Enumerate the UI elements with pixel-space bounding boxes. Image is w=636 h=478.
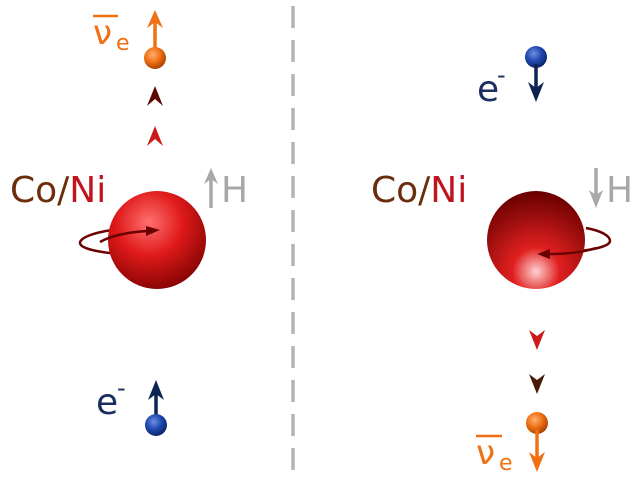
left-electron-label: e - xyxy=(96,374,126,423)
left-field-label: H xyxy=(221,170,248,211)
right-electron-particle xyxy=(525,46,547,68)
right-nu-symbol: ν xyxy=(476,433,495,473)
right-neutrino-particle xyxy=(526,412,548,434)
right-spin-arrow xyxy=(547,246,597,256)
left-co-text: Co/ xyxy=(10,170,70,211)
left-nucleus xyxy=(108,191,206,289)
right-field-label: H xyxy=(606,170,633,211)
left-nu-symbol: ν xyxy=(93,13,112,53)
left-neutrino-arrow xyxy=(147,10,163,52)
right-momentum-arrow xyxy=(529,289,545,394)
left-field-arrow xyxy=(204,168,218,208)
left-spin-arrow xyxy=(99,229,149,244)
left-spin-arrowhead xyxy=(146,226,160,236)
right-spin-arrowhead xyxy=(537,249,550,259)
left-panel: ν e Co/Ni H e xyxy=(10,10,248,436)
left-e-symbol: e xyxy=(96,382,118,423)
left-momentum-arrow xyxy=(147,86,163,192)
right-electron-label: e - xyxy=(477,61,506,110)
right-co-text: Co/ xyxy=(371,170,431,211)
left-neutrino-label: ν e xyxy=(93,13,130,56)
left-co-ni-label: Co/Ni xyxy=(10,170,106,211)
right-e-symbol: e xyxy=(477,69,499,110)
right-neutrino-arrow xyxy=(529,430,545,472)
right-electron-arrow xyxy=(528,64,544,102)
left-neutrino-particle xyxy=(144,47,166,69)
left-electron-particle xyxy=(145,414,167,436)
right-panel: e - Co/Ni H xyxy=(371,46,633,476)
right-e-superscript: - xyxy=(497,61,506,89)
right-field-arrow xyxy=(589,168,603,208)
right-nu-subscript: e xyxy=(499,451,513,476)
right-neutrino-label: ν e xyxy=(476,433,513,476)
right-nucleus xyxy=(487,191,585,289)
left-ni-text: Ni xyxy=(69,170,106,211)
right-co-ni-label: Co/Ni xyxy=(371,170,467,211)
right-ni-text: Ni xyxy=(430,170,467,211)
left-nu-subscript: e xyxy=(116,31,130,56)
left-e-superscript: - xyxy=(117,374,126,402)
